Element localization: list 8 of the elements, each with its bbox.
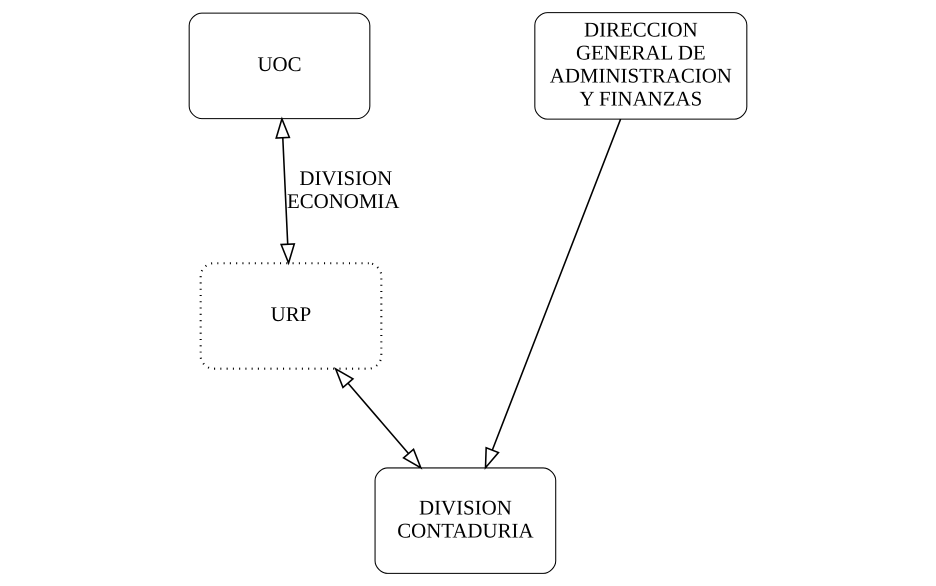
node-box: UOC bbox=[188, 12, 370, 120]
node-box: DIRECCION GENERAL DE ADMINISTRACION Y FINANZAS bbox=[534, 12, 748, 120]
arrow bbox=[334, 367, 422, 470]
arrow bbox=[484, 119, 622, 470]
node-box: URP bbox=[200, 262, 382, 370]
node-box: DIVISION CONTADURIA bbox=[374, 467, 556, 574]
arrow bbox=[275, 116, 296, 266]
edge-label: DIVISION ECONOMIA bbox=[286, 166, 400, 213]
